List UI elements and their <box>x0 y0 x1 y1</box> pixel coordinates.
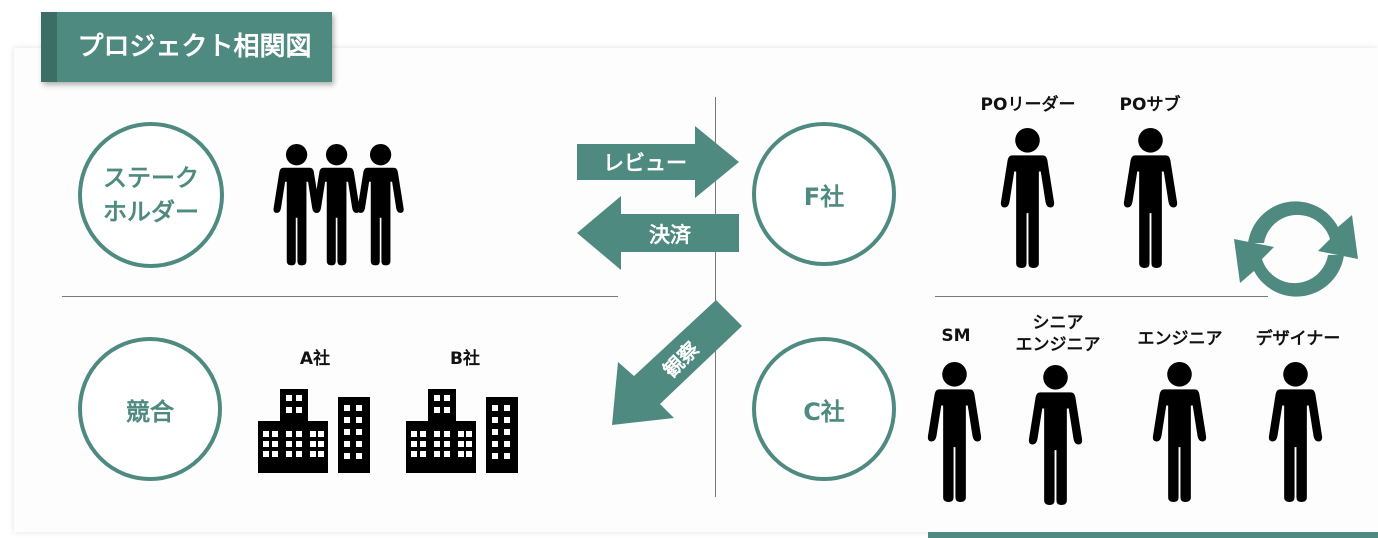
horizontal-divider-left <box>62 296 618 297</box>
competitor-a-label: A社 <box>299 349 331 369</box>
vertical-divider <box>715 97 716 497</box>
review-arrow-icon <box>577 126 739 198</box>
role-sm-label: SM <box>941 326 971 346</box>
company-c-circle: C社 <box>752 337 896 481</box>
building-icon <box>258 389 370 473</box>
role-designer-label: デザイナー <box>1255 329 1341 349</box>
person-icon <box>1000 128 1055 268</box>
person-icon <box>1152 362 1207 502</box>
stakeholder-label-line2: ホルダー <box>103 198 199 226</box>
role-engineer-label: エンジニア <box>1137 329 1223 349</box>
company-f-circle: F社 <box>752 122 896 266</box>
page-title: プロジェクト相関図 <box>77 32 312 62</box>
competition-circle: 競合 <box>78 337 222 481</box>
bottom-accent-bar <box>928 532 1378 538</box>
observation-arrow-icon <box>612 300 742 425</box>
role-po-leader-label: POリーダー <box>980 95 1076 115</box>
role-senior-engineer-line1: シニア <box>1032 313 1084 333</box>
title-tab: プロジェクト相関図 <box>41 12 332 82</box>
person-icon <box>927 362 982 502</box>
payment-arrow-icon <box>577 196 739 270</box>
person-icon <box>1123 128 1178 268</box>
stakeholder-circle: ステーク ホルダー <box>78 122 224 268</box>
group-of-people-icon <box>273 144 404 266</box>
stakeholder-label-line1: ステーク <box>103 164 199 192</box>
review-arrow-label: レビュー <box>603 151 687 175</box>
competition-label: 競合 <box>126 397 174 426</box>
role-po-sub-label: POサブ <box>1119 95 1181 115</box>
title-tab-strip <box>41 12 57 82</box>
stakeholder-label: ステーク ホルダー <box>103 161 199 229</box>
cycle-arrows-icon <box>1234 201 1358 297</box>
horizontal-divider-right <box>935 296 1268 297</box>
role-senior-engineer-line2: エンジニア <box>1015 335 1101 355</box>
building-icon <box>406 389 518 473</box>
person-icon <box>1028 365 1083 505</box>
role-senior-engineer-label: シニア エンジニア <box>1003 312 1113 356</box>
company-c-label: C社 <box>803 397 845 426</box>
competitor-b-label: B社 <box>450 349 480 369</box>
payment-arrow-label: 決済 <box>649 223 691 247</box>
person-icon <box>1268 362 1323 502</box>
company-f-label: F社 <box>803 182 845 211</box>
